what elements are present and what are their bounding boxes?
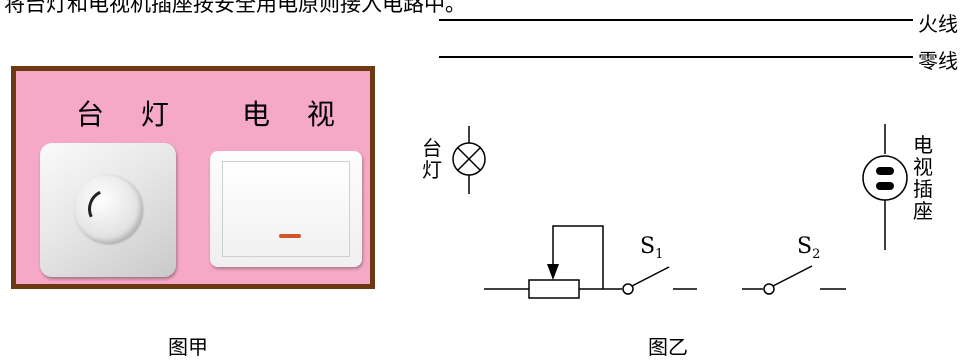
figure-a-panel: 台 灯 电 视 xyxy=(11,66,375,289)
switch2-icon xyxy=(763,283,775,295)
switch1-letter: S xyxy=(640,234,656,259)
lamp-label: 台 灯 xyxy=(76,98,183,131)
switch2-label: S2 xyxy=(797,234,820,262)
tv-switch xyxy=(210,151,362,267)
neutral-wire-label: 零线 xyxy=(918,49,958,73)
figure-a-caption: 图甲 xyxy=(168,335,208,359)
dimmer-switch xyxy=(40,143,176,277)
switch2-letter: S xyxy=(797,234,813,259)
switch1-icon xyxy=(622,283,634,295)
rheostat-icon xyxy=(528,279,580,299)
switch2-subscript: 2 xyxy=(812,247,821,262)
switch1-subscript: 1 xyxy=(655,247,664,262)
intro-text: 将台灯和电视机插座按安全用电原则接入电路中。 xyxy=(4,0,466,16)
switch1-label: S1 xyxy=(640,234,663,262)
live-wire-label: 火线 xyxy=(918,12,958,36)
tv-label: 电 视 xyxy=(242,98,349,131)
socket-icon xyxy=(862,155,908,201)
dimmer-knob xyxy=(74,175,142,243)
socket-side-label: 电视插座 xyxy=(913,133,933,223)
tv-switch-plate xyxy=(222,161,350,257)
slider-arrow-icon xyxy=(547,264,559,280)
figure-b-caption: 图乙 xyxy=(648,335,688,359)
lamp-side-label: 台灯 xyxy=(422,136,442,182)
indicator-light xyxy=(279,234,301,238)
